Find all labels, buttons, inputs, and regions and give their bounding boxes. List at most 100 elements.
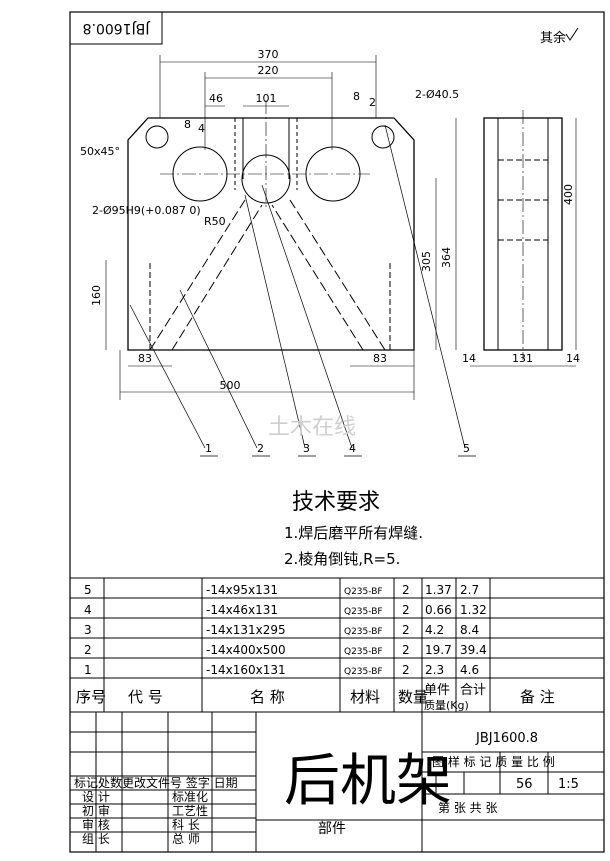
bom-spec: -14x400x500 bbox=[206, 643, 286, 657]
title-block-text: 后机架 JBJ1600.8 图 样 标 记 质 量 比 例 56 1:5 第 张… bbox=[74, 731, 579, 846]
bom-material: Q235-BF bbox=[344, 627, 383, 637]
bom-total: 39.4 bbox=[460, 643, 487, 657]
bom-header-material: 材料 bbox=[350, 688, 380, 706]
bom-qty: 2 bbox=[402, 623, 410, 637]
bom-header-total-mass: 合计 bbox=[460, 683, 486, 698]
bom-total: 1.32 bbox=[460, 603, 487, 617]
dim-400: 400 bbox=[562, 184, 575, 205]
dim-hole-big: 2-Ø95H9(+0.087 0) bbox=[92, 204, 201, 217]
bom-header-no: 序号 bbox=[76, 688, 106, 706]
watermark: 土木在线 bbox=[268, 415, 356, 440]
bom-header-mass-unit: 质量(Kg) bbox=[424, 699, 469, 712]
front-view bbox=[127, 100, 466, 449]
bom-unit: 1.37 bbox=[425, 583, 452, 597]
bom-spec: -14x46x131 bbox=[206, 603, 278, 617]
bom-no: 5 bbox=[84, 583, 92, 597]
side-view bbox=[470, 110, 577, 367]
bom-total: 2.7 bbox=[460, 583, 479, 597]
designer-label: 设 计 bbox=[82, 790, 110, 804]
title-labels: 图 样 标 记 质 量 比 例 bbox=[432, 754, 555, 769]
bom-unit: 0.66 bbox=[425, 603, 452, 617]
review-label: 审 核 bbox=[82, 817, 110, 832]
dim-14-left: 14 bbox=[462, 352, 476, 365]
dim-14-right: 14 bbox=[566, 352, 580, 365]
dim-305: 305 bbox=[420, 251, 433, 272]
dim-8-left: 8 bbox=[184, 118, 191, 131]
front-view-dimensions bbox=[105, 55, 457, 400]
bom-qty: 2 bbox=[402, 603, 410, 617]
dim-370: 370 bbox=[258, 48, 279, 61]
tech-req-item-1: 1.焊后磨平所有焊缝. bbox=[284, 524, 423, 542]
bom-no: 3 bbox=[84, 623, 92, 637]
dim-2-top: 2 bbox=[369, 96, 376, 109]
roughness-check-icon bbox=[565, 27, 579, 41]
balloon-5: 5 bbox=[463, 442, 470, 455]
chief-engineer-label: 总 师 bbox=[172, 832, 200, 846]
bom-header-name: 名 称 bbox=[250, 688, 285, 706]
part-name: 后机架 bbox=[284, 749, 452, 814]
bom-rows: 5 -14x95x131 Q235-BF 2 1.37 2.7 4 -14x46… bbox=[84, 583, 487, 677]
dim-220: 220 bbox=[258, 64, 279, 77]
balloon-4: 4 bbox=[349, 442, 356, 455]
bom-qty: 2 bbox=[402, 663, 410, 677]
dim-46: 46 bbox=[209, 92, 223, 105]
bom-spec: -14x95x131 bbox=[206, 583, 278, 597]
standardization-label: 标准化 bbox=[172, 790, 208, 804]
bom-material: Q235-BF bbox=[344, 587, 383, 597]
dim-83-left: 83 bbox=[138, 352, 152, 365]
balloon-1: 1 bbox=[205, 442, 212, 455]
side-view-dimensions: 400 14 131 14 bbox=[462, 184, 580, 365]
first-review-label: 初 审 bbox=[82, 803, 110, 818]
tech-req-item-2: 2.棱角倒钝,R=5. bbox=[284, 550, 400, 568]
process-label: 工艺性 bbox=[172, 804, 208, 818]
scale-value: 1:5 bbox=[558, 777, 579, 792]
surface-finish-note: 其余 bbox=[540, 30, 566, 46]
bom-header-remark: 备 注 bbox=[520, 688, 555, 706]
bom-qty: 2 bbox=[402, 643, 410, 657]
sheet-label: 第 张 共 张 bbox=[438, 801, 497, 815]
bom-no: 2 bbox=[84, 643, 92, 657]
bom-material: Q235-BF bbox=[344, 647, 383, 657]
bom-unit: 4.2 bbox=[425, 623, 444, 637]
dim-364: 364 bbox=[440, 247, 453, 268]
unit-label: 部件 bbox=[318, 821, 346, 837]
bom-header-qty: 数量 bbox=[398, 688, 428, 706]
dim-101: 101 bbox=[256, 92, 277, 105]
bom-spec: -14x160x131 bbox=[206, 663, 286, 677]
tech-req-heading: 技术要求 bbox=[292, 490, 380, 515]
drawing-number: JBJ1600.8 bbox=[475, 731, 538, 746]
bom-header-code: 代 号 bbox=[128, 688, 163, 706]
group-leader-label: 组 长 bbox=[82, 832, 110, 846]
dim-160: 160 bbox=[90, 285, 103, 306]
dim-4-left: 4 bbox=[198, 122, 205, 135]
mass-value: 56 bbox=[516, 777, 533, 792]
section-chief-label: 科 长 bbox=[172, 818, 200, 832]
dim-hole-small: 2-Ø40.5 bbox=[415, 88, 459, 101]
balloon-2: 2 bbox=[257, 442, 264, 455]
code-box bbox=[69, 11, 163, 45]
bom-no: 4 bbox=[84, 603, 92, 617]
revision-row: 标记处数更改文件号 签字 日期 bbox=[74, 775, 238, 790]
bom-material: Q235-BF bbox=[344, 667, 383, 677]
bom-qty: 2 bbox=[402, 583, 410, 597]
dim-131: 131 bbox=[512, 352, 533, 365]
code-box-text: JBJ1600.8 bbox=[83, 20, 151, 36]
dim-chamfer: 50x45° bbox=[80, 145, 120, 158]
bom-total: 4.6 bbox=[460, 663, 479, 677]
dim-83-right: 83 bbox=[373, 352, 387, 365]
bom-header-unit-mass: 单件 bbox=[424, 683, 450, 698]
bom-unit: 2.3 bbox=[425, 663, 444, 677]
bom-material: Q235-BF bbox=[344, 607, 383, 617]
bom-header: 序号 代 号 名 称 材料 数量 单件 合计 质量(Kg) 备 注 bbox=[76, 683, 555, 712]
dim-500: 500 bbox=[220, 379, 241, 392]
dimension-texts: 370 220 46 101 8 2 2-Ø40.5 50x45° 2-Ø95H… bbox=[80, 48, 459, 392]
title-block bbox=[69, 711, 605, 853]
bom-total: 8.4 bbox=[460, 623, 479, 637]
dim-r50: R50 bbox=[204, 215, 226, 228]
dim-8-top: 8 bbox=[353, 90, 360, 103]
bom-unit: 19.7 bbox=[425, 643, 452, 657]
balloon-3: 3 bbox=[303, 442, 310, 455]
bom-no: 1 bbox=[84, 663, 92, 677]
balloons: 1 2 3 4 5 bbox=[200, 442, 476, 457]
